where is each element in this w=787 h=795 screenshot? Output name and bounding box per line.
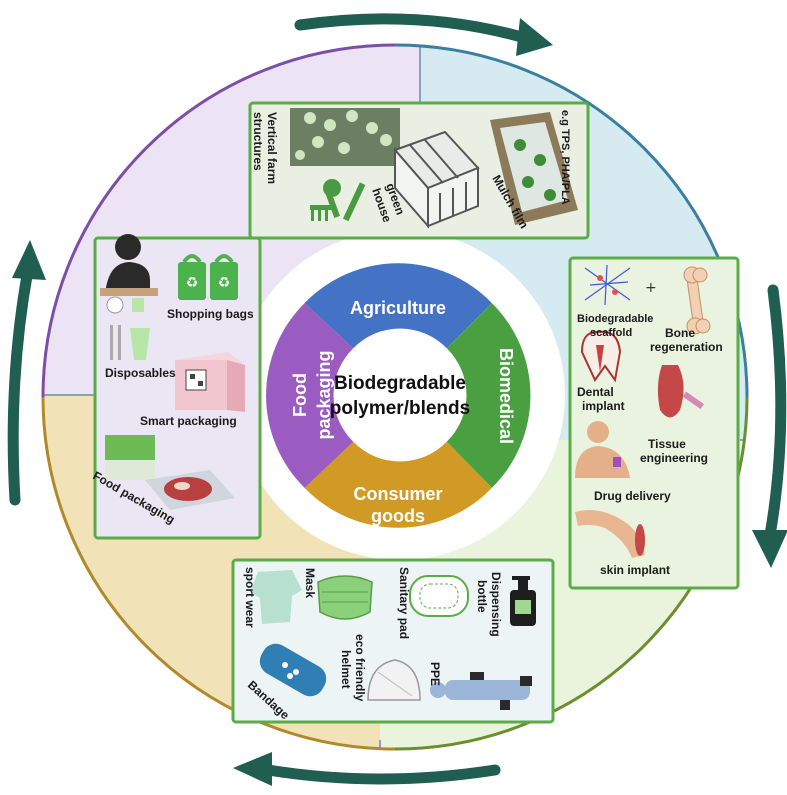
sport-wear-icon [250,570,302,624]
person-icon [100,234,158,296]
arrow-right-head [752,530,787,568]
dispensing-bottle-icon [510,576,536,626]
center-disc [335,332,461,458]
garden-tools-icon [310,179,366,222]
bone-label-2: regeneration [650,340,723,354]
vertical-farm-label-2: structures [251,112,265,171]
tissue-label-2: engineering [640,451,708,465]
mask-label: Mask [303,568,317,598]
sector-food-packaging [266,303,354,488]
sector-consumer-label-1: Consumer [353,484,442,504]
sector-biomedical [446,303,531,488]
shopping-bags-label: Shopping bags [167,307,254,321]
drug-delivery-label: Drug delivery [594,489,671,503]
tissue-label-1: Tissue [648,437,686,451]
shopping-bags-icon: ♻ ♻ [178,254,238,300]
food-packaging-icon [105,435,235,510]
eco-helmet-label-2: helmet [339,650,353,689]
sector-biomedical-label: Biomedical [496,348,516,444]
bone-label-1: Bone [665,326,695,340]
greenhouse-icon [393,130,480,229]
bandage-icon [259,643,327,697]
sector-agriculture [304,263,492,349]
plus-icon: + [645,280,657,296]
dental-label-1: Dental [577,385,614,399]
arrow-left-head [12,240,46,280]
agriculture-panel: Vertical farm structures green house Mul… [248,101,590,240]
eco-helmet-icon [367,659,421,701]
ppe-suit-icon [430,672,532,710]
sanitary-pad-label: Sanitary pad [397,567,411,639]
svg-text:♻: ♻ [218,275,231,291]
scaffold-label-1: Biodegradable [577,313,653,325]
dental-label-2: implant [582,399,625,413]
dispensing-bottle-label-2: bottle [475,580,489,613]
sport-wear-label: sport wear [243,567,257,628]
mulch-film-image [490,112,578,225]
arrow-bottom-head [233,752,272,786]
center-title-line2: polymer/blends [330,398,470,419]
ppe-label: PPE [428,662,442,686]
sector-consumer-label-2: goods [371,506,425,526]
example-polymers-label: e.g TPS, PHA/PLA [559,110,571,205]
center-ring: Agriculture Biomedical Consumer goods Fo… [266,263,531,528]
biomedical-panel: + Biodegradable scaffold Bone regenerati… [568,256,740,590]
dispensing-bottle-label-1: Dispensing [489,572,503,637]
scaffold-label-2: scaffold [590,327,632,339]
skin-implant-label: skin implant [600,563,670,577]
arrow-top-head [516,18,553,56]
muscle-icon [657,365,705,418]
center-title-line1: Biodegradable [334,373,466,394]
tooth-icon [580,330,622,383]
svg-text:♻: ♻ [186,275,199,291]
sanitary-pad-icon [409,575,469,617]
torso-icon [575,421,630,478]
arrow-left [7,264,34,506]
sector-agriculture-label: Agriculture [350,298,446,318]
vertical-farm-image [290,108,400,166]
food-panel: ♻ ♻ Shopping bags Disposables Smart pack… [91,234,262,540]
mask-icon [317,575,373,620]
sector-food-label-2: packaging [314,350,334,439]
eco-helmet-label-1: eco friendly [353,634,367,702]
disposables-icon [106,296,150,360]
bone-icon [683,266,711,335]
consumer-panel: sport wear Mask Sanitary pad Dispensing … [231,558,555,724]
sector-consumer-goods [304,441,492,528]
cycle-arrows [7,13,787,786]
vertical-farm-label-1: Vertical farm [265,112,279,184]
arrow-top [294,13,531,44]
arrow-right [764,284,787,541]
smart-packaging-label: Smart packaging [140,414,237,428]
disposables-label: Disposables [105,366,176,380]
smart-packaging-icon [175,352,245,412]
arrow-bottom [262,764,501,785]
arm-icon [575,509,645,558]
sector-food-label-1: Food [290,373,310,417]
scaffold-icon [584,264,631,306]
